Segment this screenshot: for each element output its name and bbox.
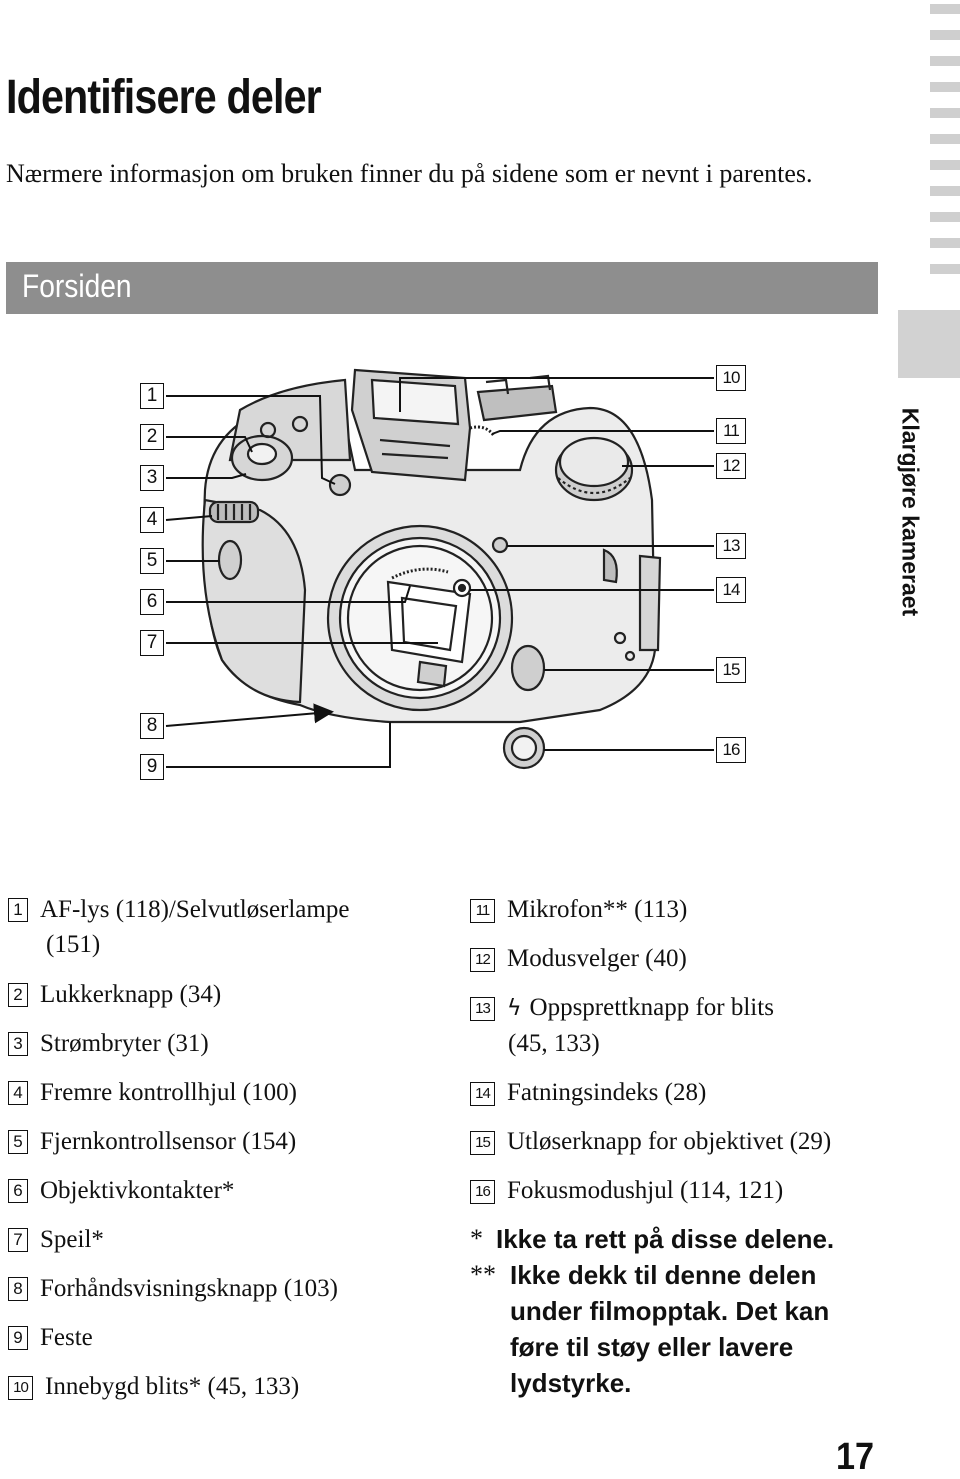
callout-8: 8 — [140, 713, 164, 739]
item-number: 4 — [8, 1081, 28, 1105]
item-text: Mikrofon** (113) — [507, 896, 688, 923]
item-text-continued: (45, 133) — [508, 1030, 600, 1057]
item-number: 10 — [8, 1376, 33, 1400]
callout-15: 15 — [716, 657, 746, 683]
item-number: 2 — [8, 983, 28, 1007]
footnote-mark: * — [470, 1224, 483, 1253]
callout-12: 12 — [716, 453, 746, 479]
list-item: 2 Lukkerknapp (34) — [8, 977, 221, 1012]
item-text: Fremre kontrollhjul (100) — [40, 1079, 297, 1106]
list-item: 8 Forhåndsvisningsknapp (103) — [8, 1271, 338, 1306]
item-number: 16 — [470, 1180, 495, 1204]
callout-9: 9 — [140, 754, 164, 780]
item-number: 5 — [8, 1130, 28, 1154]
list-item: 5 Fjernkontrollsensor (154) — [8, 1124, 296, 1159]
item-text: Forhåndsvisningsknapp (103) — [40, 1275, 338, 1302]
callout-10: 10 — [716, 365, 746, 391]
item-text: AF-lys (118)/Selvutløserlampe — [40, 896, 350, 923]
list-item: 14 Fatningsindeks (28) — [470, 1075, 706, 1110]
intro-text: Nærmere informasjon om bruken finner du … — [6, 159, 813, 188]
list-item: 4 Fremre kontrollhjul (100) — [8, 1075, 297, 1110]
section-header: Forsiden — [6, 262, 878, 314]
item-text: Feste — [40, 1324, 93, 1351]
item-text: Strømbryter (31) — [40, 1030, 209, 1057]
page-title: Identifisere deler — [6, 71, 322, 124]
list-item: 1 AF-lys (118)/Selvutløserlampe (151) — [8, 892, 349, 962]
item-number: 3 — [8, 1032, 28, 1056]
item-number: 15 — [470, 1131, 495, 1155]
item-text: Speil* — [40, 1226, 104, 1253]
footnote-text: Ikke ta rett på disse delene. — [496, 1224, 835, 1254]
item-number: 11 — [470, 899, 495, 923]
callout-3: 3 — [140, 465, 164, 491]
section-title: Forsiden — [22, 268, 132, 304]
item-text: Innebygd blits* (45, 133) — [45, 1373, 300, 1400]
item-text: Fatningsindeks (28) — [507, 1079, 707, 1106]
callout-4: 4 — [140, 507, 164, 533]
list-item: 7 Speil* — [8, 1222, 104, 1257]
callout-6: 6 — [140, 589, 164, 615]
edge-stripes — [930, 0, 960, 300]
footnote-double: ** Ikke dekk til denne delen under filmo… — [470, 1257, 829, 1401]
list-item: 13 ϟ Oppsprettknapp for blits (45, 133) — [470, 990, 774, 1061]
list-item: 15 Utløserknapp for objektivet (29) — [470, 1124, 831, 1159]
item-text: Objektivkontakter* — [40, 1177, 235, 1204]
flash-icon: ϟ — [507, 996, 522, 1021]
item-number: 12 — [470, 948, 495, 972]
item-number: 1 — [8, 898, 28, 922]
footnote-mark: ** — [470, 1260, 496, 1289]
list-item: 6 Objektivkontakter* — [8, 1173, 234, 1208]
item-text-continued: (151) — [46, 931, 101, 958]
list-item: 16 Fokusmodushjul (114, 121) — [470, 1173, 783, 1208]
callout-2: 2 — [140, 424, 164, 450]
item-number: 7 — [8, 1228, 28, 1252]
item-text: Lukkerknapp (34) — [40, 981, 222, 1008]
callout-14: 14 — [716, 577, 746, 603]
camera-front-diagram: 1 2 3 4 5 6 7 8 9 10 11 12 13 14 15 16 — [0, 350, 960, 790]
item-text: Utløserknapp for objektivet (29) — [507, 1128, 832, 1155]
callout-13: 13 — [716, 533, 746, 559]
footnote-text-line: Ikke dekk til denne delen — [510, 1260, 817, 1290]
callout-16: 16 — [716, 737, 746, 763]
callout-5: 5 — [140, 548, 164, 574]
callout-1: 1 — [140, 383, 164, 409]
page-number: 17 — [836, 1436, 875, 1478]
footnote-text-line: føre til støy eller lavere — [510, 1332, 794, 1362]
list-item: 11 Mikrofon** (113) — [470, 892, 687, 927]
callout-7: 7 — [140, 630, 164, 656]
item-number: 9 — [8, 1326, 28, 1350]
item-number: 8 — [8, 1277, 28, 1301]
item-number: 14 — [470, 1082, 495, 1106]
callout-11: 11 — [716, 418, 746, 444]
footnote-text-line: lydstyrke. — [510, 1368, 632, 1398]
footnote-text-line: under filmopptak. Det kan — [510, 1296, 830, 1326]
item-number: 6 — [8, 1179, 28, 1203]
list-item: 9 Feste — [8, 1320, 93, 1355]
item-text: Modusvelger (40) — [507, 945, 687, 972]
list-item: 3 Strømbryter (31) — [8, 1026, 209, 1061]
list-item: 12 Modusvelger (40) — [470, 941, 687, 976]
list-item: 10 Innebygd blits* (45, 133) — [8, 1369, 299, 1404]
item-text: Oppsprettknapp for blits — [529, 994, 774, 1021]
footnote-single: * Ikke ta rett på disse delene. — [470, 1221, 834, 1257]
edge-tab — [898, 310, 960, 378]
item-text: Fokusmodushjul (114, 121) — [507, 1177, 784, 1204]
item-number: 13 — [470, 997, 495, 1021]
camera-illustration — [165, 368, 714, 770]
item-text: Fjernkontrollsensor (154) — [40, 1128, 297, 1155]
